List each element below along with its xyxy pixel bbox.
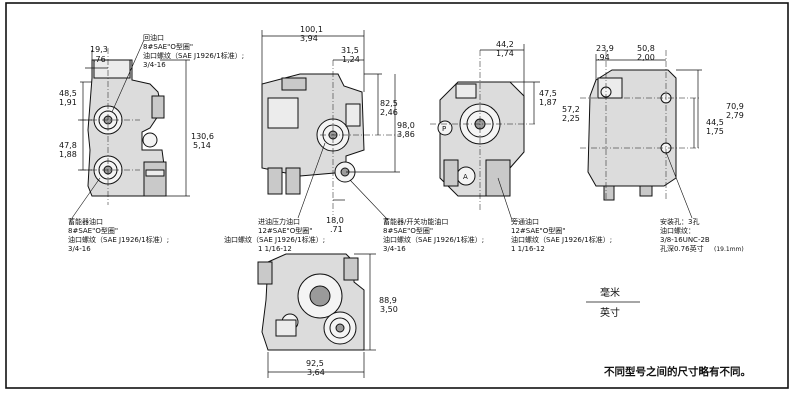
footnote: 不同型号之间的尺寸略有不同。 bbox=[604, 365, 751, 378]
callout-acc-2: 8#SAE"O型圈" bbox=[68, 226, 118, 235]
dim-d5-mm: 100,1 bbox=[300, 25, 323, 34]
unit-metric: 毫米 bbox=[600, 286, 620, 299]
callout-return-4: 3/4-16 bbox=[143, 61, 166, 69]
callout-acc-4: 3/4-16 bbox=[68, 245, 91, 253]
callout-inlet-4: 1 1/16-12 bbox=[258, 245, 292, 253]
dim-d7-in: 2,46 bbox=[380, 108, 398, 117]
view-bottom bbox=[257, 253, 376, 378]
callout-mount-3: 3/8-16UNC-2B bbox=[660, 236, 710, 244]
dim-d11-mm: 47,5 bbox=[539, 89, 557, 98]
dim-d1-in: .76 bbox=[93, 55, 106, 64]
callout-return-2: 8#SAE"O型圈" bbox=[143, 42, 193, 51]
dim-d15-mm: 70,9 bbox=[726, 102, 744, 111]
dim-d3-mm: 47,8 bbox=[59, 141, 77, 150]
dim-d3-in: 1,88 bbox=[59, 150, 77, 159]
dim-d6-in: 1,24 bbox=[342, 55, 360, 64]
callout-mount-4: 孔深0.76英寸 bbox=[660, 244, 704, 253]
callout-acc-1: 蓄能器油口 bbox=[68, 217, 103, 226]
dim-d12-mm: 57,2 bbox=[562, 105, 580, 114]
callout-acc-3: 油口螺纹（SAE J1926/1标准）; bbox=[68, 235, 169, 244]
dim-d10-in: 1,74 bbox=[496, 49, 514, 58]
dim-d5-in: 3,94 bbox=[300, 34, 318, 43]
dim-d9-mm: 18,0 bbox=[326, 216, 344, 225]
port-mark-a: A bbox=[463, 173, 468, 181]
dim-d6-mm: 31,5 bbox=[341, 46, 359, 55]
callout-inlet-3: 油口螺纹（SAE J1926/1标准）; bbox=[224, 235, 325, 244]
dim-d4-mm: 130,6 bbox=[191, 132, 214, 141]
view-side-2 bbox=[430, 44, 540, 210]
callout-switch-3: 油口螺纹（SAE J1926/1标准）; bbox=[383, 235, 484, 244]
dim-d9-in: .71 bbox=[330, 225, 343, 234]
dim-d7-mm: 82,5 bbox=[380, 99, 398, 108]
leader-accumulator bbox=[71, 177, 101, 219]
callout-return-3: 油口螺纹（SAE J1926/1标准）; bbox=[143, 51, 244, 60]
dim-d13-in: .94 bbox=[597, 53, 610, 62]
view-rear bbox=[580, 50, 702, 201]
callout-switch-2: 8#SAE"O型圈" bbox=[383, 226, 433, 235]
dim-d16-mm: 44,5 bbox=[706, 118, 724, 127]
callout-bypass-2: 12#SAE"O型圈" bbox=[511, 226, 566, 235]
leader-inlet bbox=[297, 142, 326, 219]
callout-mount-1: 安装孔：3孔 bbox=[660, 217, 699, 226]
callout-switch-1: 蓄能器/开关功能油口 bbox=[383, 217, 448, 226]
dim-d15-in: 2,79 bbox=[726, 111, 744, 120]
callout-return-1: 回油口 bbox=[143, 33, 164, 42]
view-front-left bbox=[78, 48, 190, 205]
callout-bypass-1: 旁通油口 bbox=[511, 217, 539, 226]
dim-d13-mm: 23,9 bbox=[596, 44, 614, 53]
dim-d8-mm: 98,0 bbox=[397, 121, 415, 130]
frame bbox=[5, 2, 789, 389]
callout-mount-depth-mm: (19.1mm) bbox=[714, 246, 744, 253]
dim-d14-mm: 50,8 bbox=[637, 44, 655, 53]
port-mark-p: P bbox=[442, 125, 446, 133]
leader-mount bbox=[665, 151, 693, 219]
leader-return bbox=[111, 39, 145, 113]
dim-d1-mm: 19,3 bbox=[90, 45, 108, 54]
dim-d11-in: 1,87 bbox=[539, 98, 557, 107]
dim-d2-mm: 48,5 bbox=[59, 89, 77, 98]
view-side-1 bbox=[261, 30, 400, 215]
unit-imperial: 英寸 bbox=[600, 306, 620, 319]
dim-d18-mm: 92,5 bbox=[306, 359, 324, 368]
leader-switch bbox=[349, 179, 389, 221]
dim-d12-in: 2,25 bbox=[562, 114, 580, 123]
dim-d10-mm: 44,2 bbox=[496, 40, 514, 49]
dim-d2-in: 1,91 bbox=[59, 98, 77, 107]
callout-inlet-2: 12#SAE"O型圈" bbox=[258, 226, 313, 235]
dim-d18-in: 3,64 bbox=[307, 368, 325, 377]
dim-d17-in: 3,50 bbox=[380, 305, 398, 314]
callout-switch-4: 3/4-16 bbox=[383, 245, 406, 253]
dim-d8-in: 3,86 bbox=[397, 130, 415, 139]
dim-d4-in: 5,14 bbox=[193, 141, 211, 150]
leader-bypass bbox=[497, 177, 513, 221]
callout-inlet-1: 进油压力油口 bbox=[258, 217, 300, 226]
callout-bypass-3: 油口螺纹（SAE J1926/1标准）; bbox=[511, 235, 612, 244]
dim-d14-in: 2,00 bbox=[637, 53, 655, 62]
callout-bypass-4: 1 1/16-12 bbox=[511, 245, 545, 253]
dim-d17-mm: 88,9 bbox=[379, 296, 397, 305]
callout-mount-2: 油口螺纹： bbox=[660, 226, 695, 235]
dim-d16-in: 1,75 bbox=[706, 127, 724, 136]
